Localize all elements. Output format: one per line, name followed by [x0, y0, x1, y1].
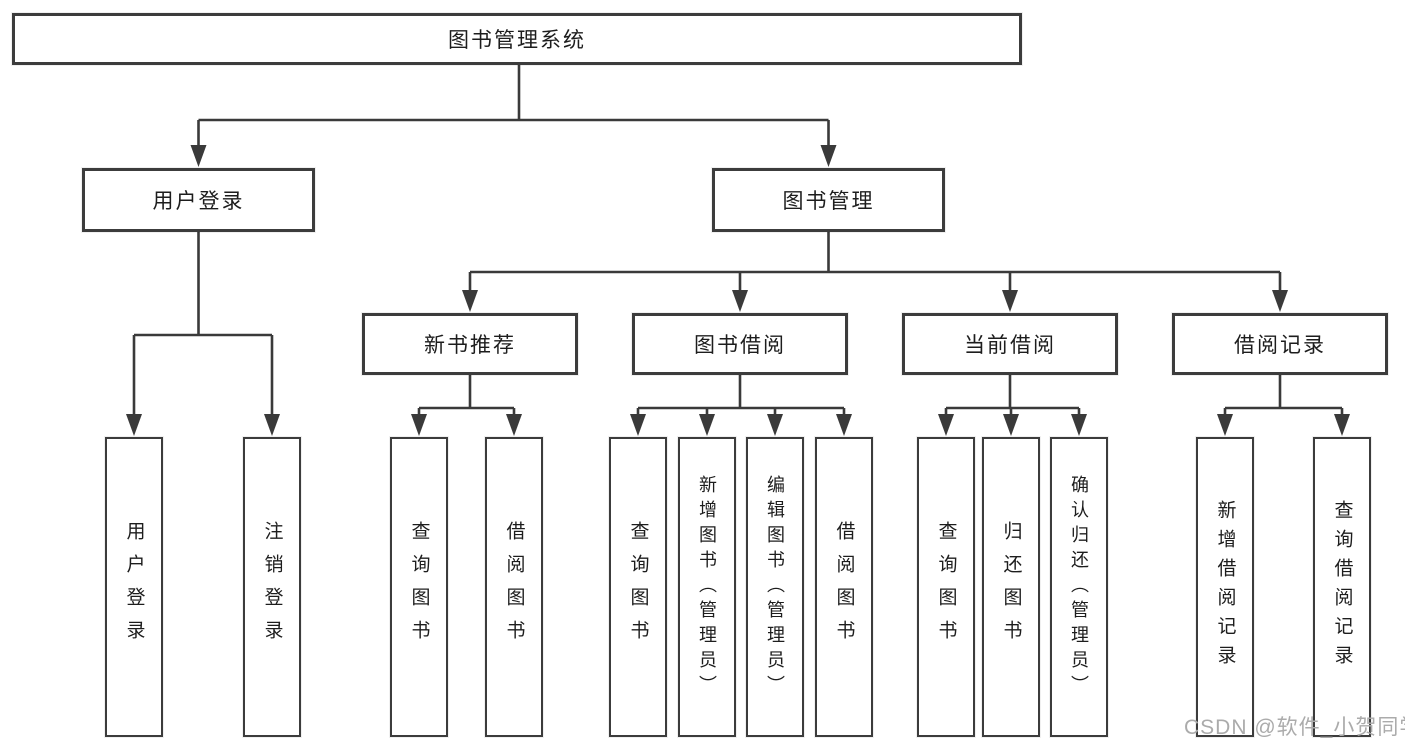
leaf-borrow-books-recommend: 借阅图书 [485, 437, 543, 737]
leaf-query-borrow-record: 查询借阅记录 [1313, 437, 1371, 737]
leaf-confirm-return-admin: 确认归还（管理员） [1050, 437, 1108, 737]
leaf-label: 查询图书 [935, 521, 957, 653]
node-new-book-recommend: 新书推荐 [362, 313, 578, 375]
leaf-query-books-borrow: 查询图书 [609, 437, 667, 737]
leaf-add-book-admin: 新增图书（管理员） [678, 437, 736, 737]
leaf-add-borrow-record: 新增借阅记录 [1196, 437, 1254, 737]
leaf-label: 借阅图书 [833, 521, 855, 653]
connector-book-borrow [630, 375, 852, 436]
leaf-label: 新增图书（管理员） [697, 474, 717, 700]
connector-new-book-recommend [411, 375, 522, 436]
leaf-label: 确认归还（管理员） [1069, 474, 1089, 700]
leaf-label: 归还图书 [1000, 521, 1022, 653]
leaf-label: 新增借阅记录 [1214, 500, 1236, 674]
leaf-label: 查询图书 [627, 521, 649, 653]
connector-user-login [126, 232, 280, 436]
leaf-borrow-books: 借阅图书 [815, 437, 873, 737]
leaf-logout-login: 注销登录 [243, 437, 301, 737]
csdn-watermark: CSDN @软件_小贺同学 [1184, 716, 1405, 739]
leaf-label: 编辑图书（管理员） [765, 474, 785, 700]
node-book-borrow: 图书借阅 [632, 313, 848, 375]
leaf-label: 查询图书 [408, 521, 430, 653]
connector-book-management [462, 232, 1288, 312]
leaf-edit-book-admin: 编辑图书（管理员） [746, 437, 804, 737]
connector-borrow-records [1217, 375, 1350, 436]
leaf-label: 查询借阅记录 [1331, 500, 1353, 674]
leaf-query-books-recommend: 查询图书 [390, 437, 448, 737]
node-borrow-records: 借阅记录 [1172, 313, 1388, 375]
node-book-management: 图书管理 [712, 168, 945, 232]
node-current-borrow: 当前借阅 [902, 313, 1118, 375]
leaf-label: 借阅图书 [503, 521, 525, 653]
leaf-query-books-current: 查询图书 [917, 437, 975, 737]
connector-current-borrow [938, 375, 1087, 436]
connector-root [190, 65, 837, 167]
leaf-user-login: 用户登录 [105, 437, 163, 737]
node-user-login: 用户登录 [82, 168, 315, 232]
leaf-return-books: 归还图书 [982, 437, 1040, 737]
leaf-label: 注销登录 [261, 521, 283, 653]
leaf-label: 用户登录 [123, 521, 145, 653]
node-library-system: 图书管理系统 [12, 13, 1022, 65]
